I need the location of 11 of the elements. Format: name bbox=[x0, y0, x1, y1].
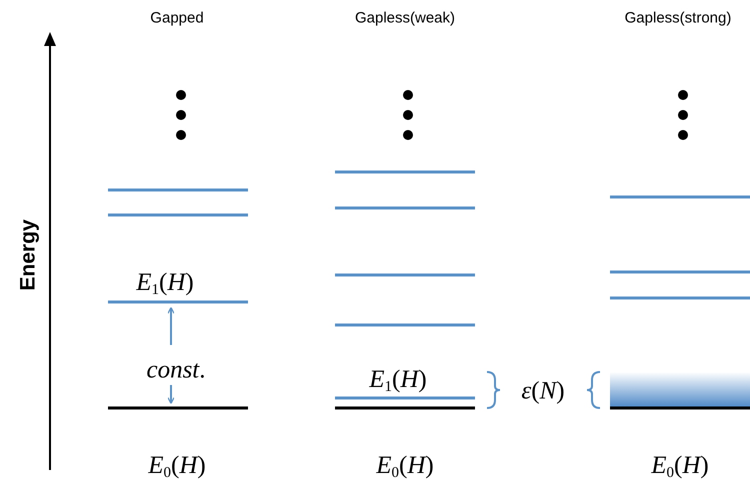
column-heading: Gapless(weak) bbox=[354, 10, 456, 26]
energy-label: E$_{1}$(H) bbox=[369, 367, 427, 395]
energy-label: E$_{1}$(H) bbox=[136, 270, 194, 298]
energy-label: E$_{0}$(H) bbox=[148, 453, 206, 481]
axis-label: Energy bbox=[18, 219, 38, 291]
column-heading: Gapped bbox=[150, 10, 204, 26]
energy-label: E$_{0}$(H) bbox=[651, 453, 709, 481]
gap-label: const. bbox=[146, 358, 206, 382]
column-heading: Gapless(strong) bbox=[624, 10, 732, 26]
gap-label: ε(N) bbox=[521, 378, 565, 404]
energy-label: E$_{0}$(H) bbox=[376, 453, 434, 481]
